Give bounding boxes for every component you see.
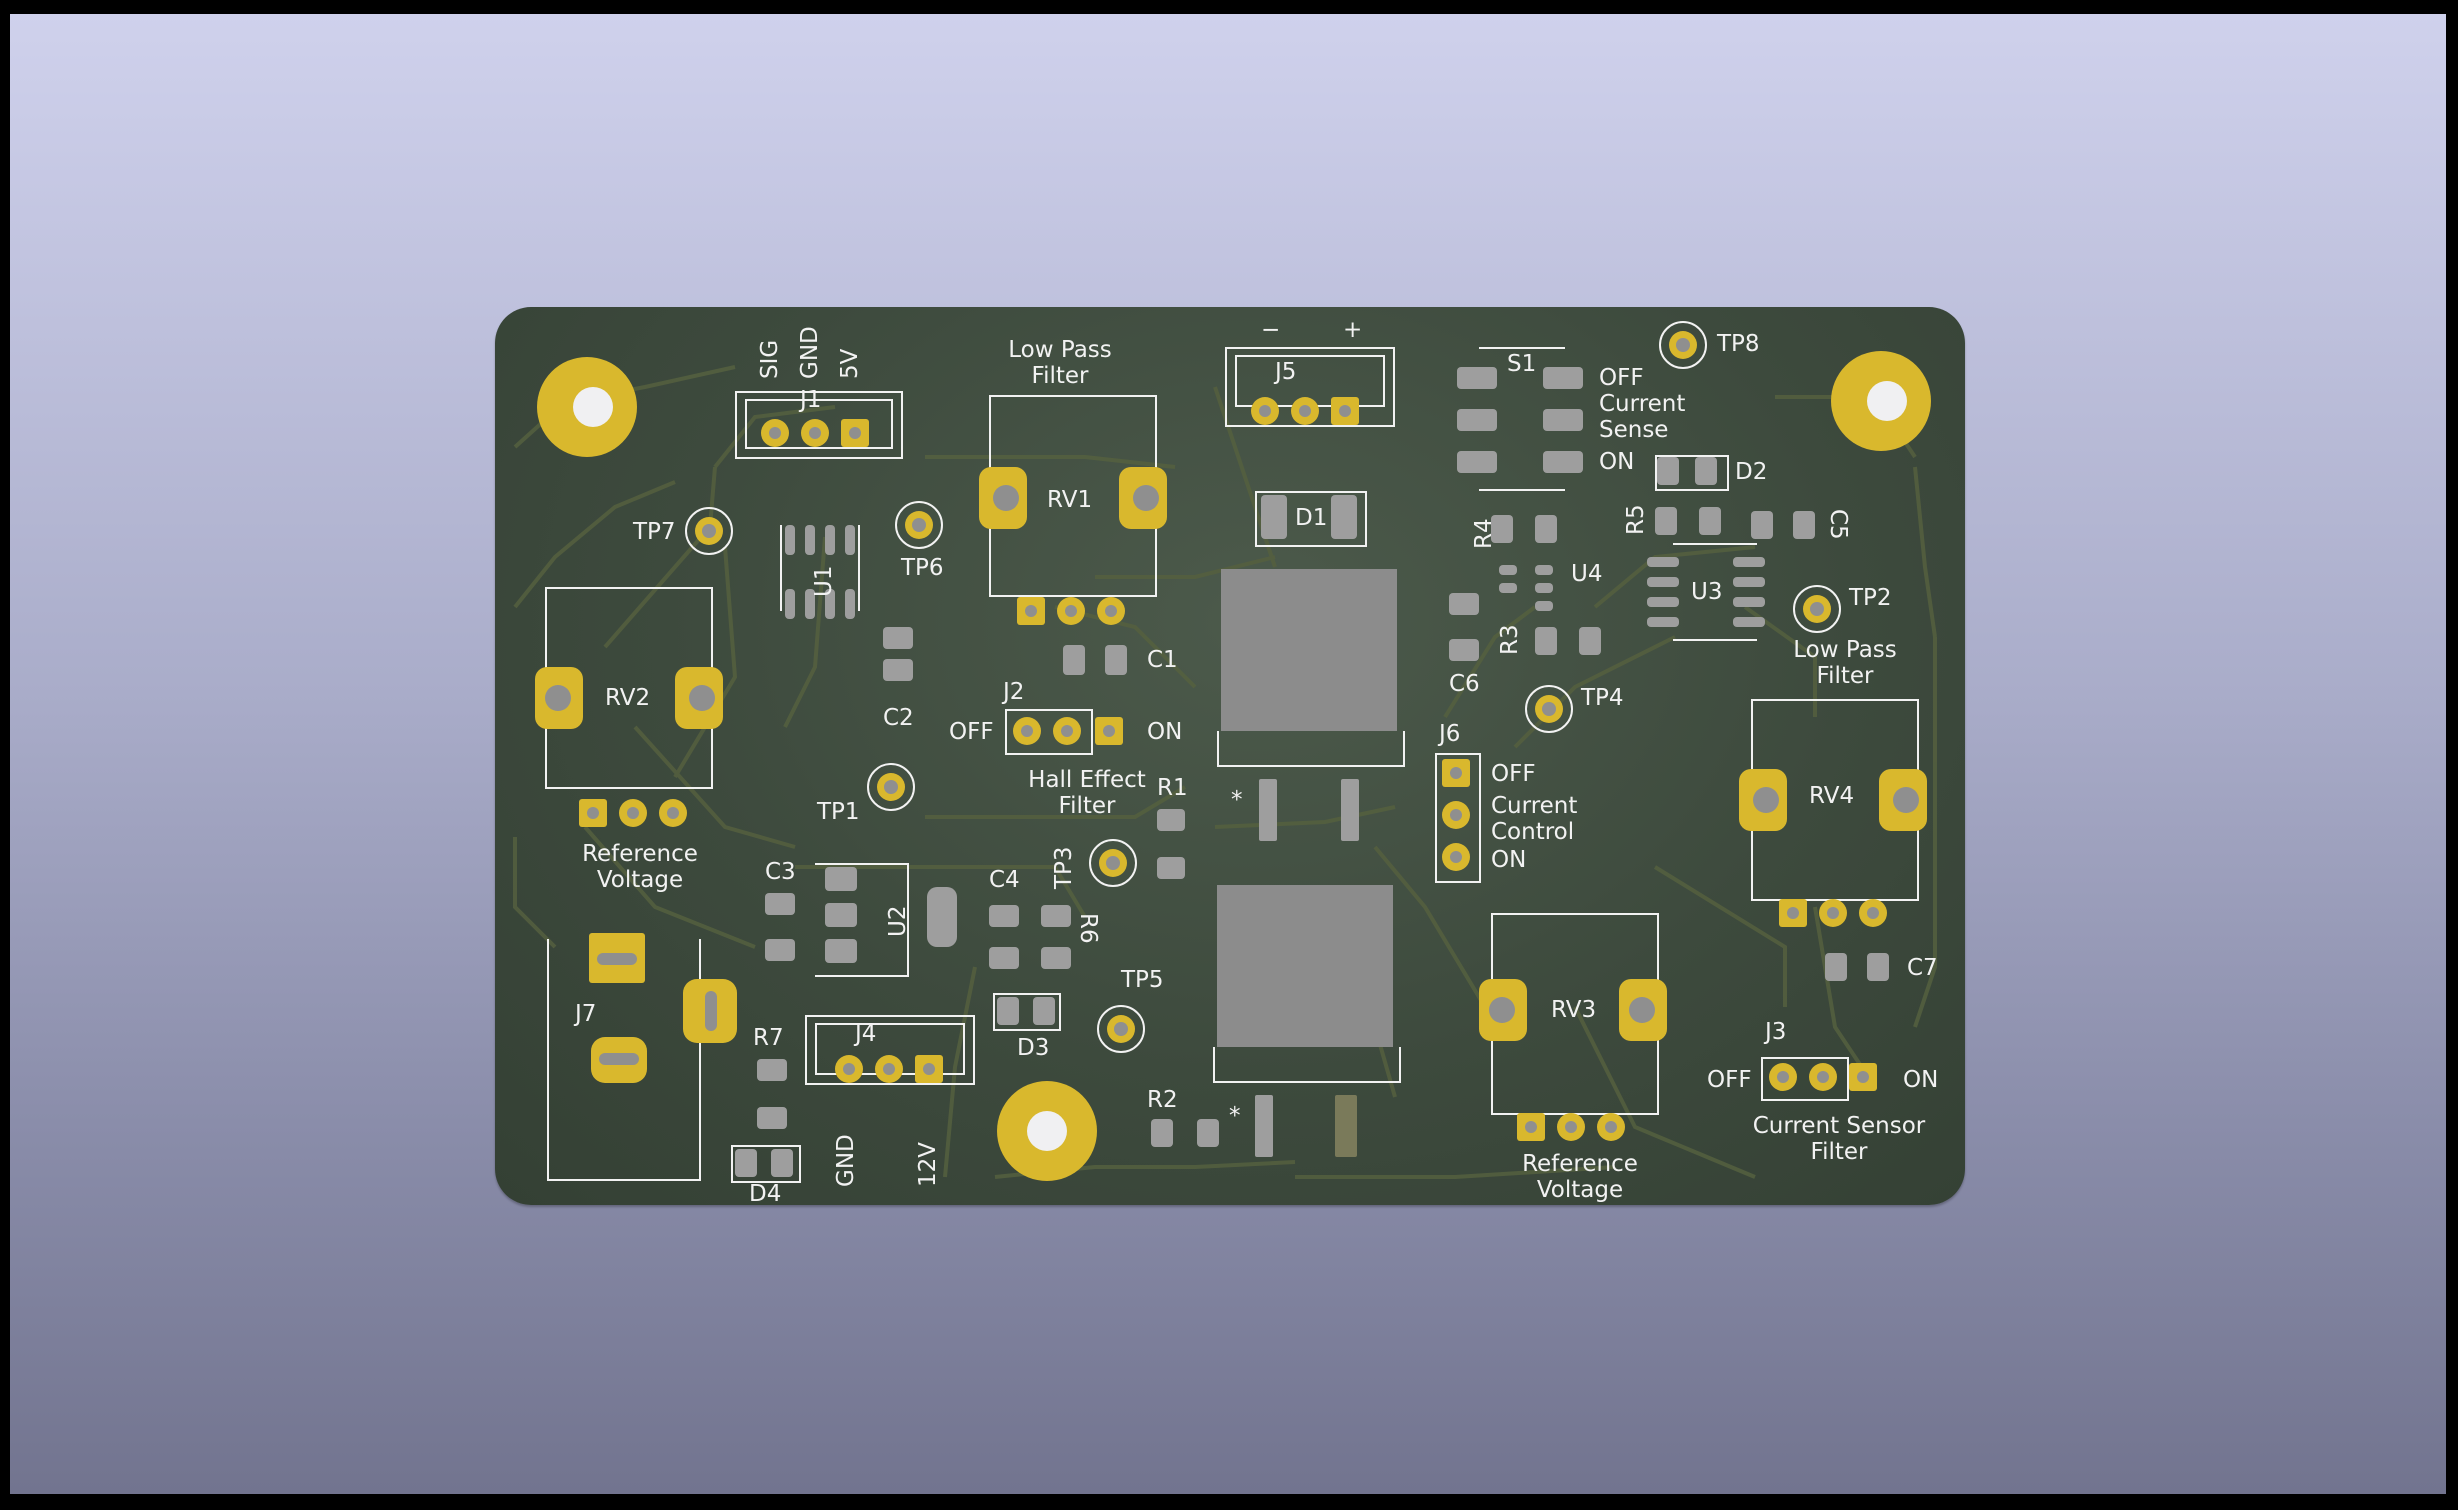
c6-ref: C6 xyxy=(1449,671,1480,697)
mounting-hole-top-right xyxy=(1831,351,1931,451)
rv4-ref: RV4 xyxy=(1809,783,1855,809)
d2-ref: D2 xyxy=(1735,459,1768,485)
j4-pin-label-12v: 12V xyxy=(915,1141,941,1187)
rv2-caption: Reference Voltage xyxy=(582,841,698,893)
j5-plus-label: + xyxy=(1343,317,1363,343)
j4-connector[interactable] xyxy=(805,1015,975,1085)
r3-ref: R3 xyxy=(1497,624,1523,655)
u1-ref: U1 xyxy=(811,565,837,597)
tp3-ref: TP3 xyxy=(1051,846,1077,889)
j5-ref: J5 xyxy=(1275,359,1297,385)
tp3-testpoint[interactable] xyxy=(1089,839,1137,887)
j7-ref: J7 xyxy=(575,1001,597,1027)
tp2-testpoint[interactable] xyxy=(1793,585,1841,633)
u4-ref: U4 xyxy=(1571,561,1603,587)
c3-ref: C3 xyxy=(765,859,796,885)
j1-pin-label-gnd: GND xyxy=(797,326,823,379)
j7-connector[interactable] xyxy=(547,939,701,1181)
j2-off-label: OFF xyxy=(949,719,994,745)
s1-on-label: ON xyxy=(1599,449,1635,475)
j6-caption: Current Control xyxy=(1491,793,1578,845)
tp5-ref: TP5 xyxy=(1121,967,1164,993)
tp1-ref: TP1 xyxy=(817,799,860,825)
s1-outline xyxy=(1479,347,1565,491)
mounting-hole-bottom xyxy=(997,1081,1097,1181)
j3-off-label: OFF xyxy=(1707,1067,1752,1093)
c5-ref: C5 xyxy=(1825,509,1851,540)
c4-ref: C4 xyxy=(989,867,1020,893)
mosfet-bottom-pin1-mark: * xyxy=(1229,1103,1241,1129)
j2-on-label: ON xyxy=(1147,719,1183,745)
mounting-hole-top-left xyxy=(537,357,637,457)
r5-ref: R5 xyxy=(1623,504,1649,535)
j5-minus-label: − xyxy=(1261,317,1281,343)
j6-off-label: OFF xyxy=(1491,761,1536,787)
j3-caption: Current Sensor Filter xyxy=(1752,1113,1926,1165)
j4-pin-label-gnd: GND xyxy=(833,1134,859,1187)
tp8-testpoint[interactable] xyxy=(1659,321,1707,369)
u3-ref: U3 xyxy=(1691,579,1723,605)
u3-outline xyxy=(1673,543,1757,641)
mosfet-top-pin1-mark: * xyxy=(1231,787,1243,813)
j2-caption: Hall Effect Filter xyxy=(1028,767,1146,819)
j3-jumper[interactable] xyxy=(1761,1057,1849,1101)
c1-ref: C1 xyxy=(1147,647,1178,673)
rv1-caption: Low Pass Filter xyxy=(1008,337,1112,389)
j3-ref: J3 xyxy=(1765,1019,1787,1045)
tp6-ref: TP6 xyxy=(901,555,944,581)
s1-caption: Current Sense xyxy=(1599,391,1686,443)
rv4-caption: Low Pass Filter xyxy=(1793,637,1897,689)
mosfet-top xyxy=(1221,569,1397,731)
rv3-caption: Reference Voltage xyxy=(1522,1151,1638,1203)
j1-pin-2 xyxy=(801,419,829,447)
r1-ref: R1 xyxy=(1157,775,1188,801)
j1-connector[interactable] xyxy=(735,391,903,459)
mosfet-bottom xyxy=(1217,885,1393,1047)
rv2-ref: RV2 xyxy=(605,685,651,711)
s1-ref: S1 xyxy=(1507,351,1537,377)
j1-ref: J1 xyxy=(800,387,822,413)
tp7-ref: TP7 xyxy=(633,519,676,545)
tp2-ref: TP2 xyxy=(1849,585,1892,611)
pcb-board: SIG GND 5V J1 U1 TP7 TP6 C2 RV2 Referenc… xyxy=(495,307,1965,1207)
3d-viewer-canvas[interactable]: SIG GND 5V J1 U1 TP7 TP6 C2 RV2 Referenc… xyxy=(10,14,2446,1494)
r7-ref: R7 xyxy=(753,1025,784,1051)
tp7-testpoint[interactable] xyxy=(685,507,733,555)
j6-jumper[interactable] xyxy=(1435,753,1481,883)
s1-off-label: OFF xyxy=(1599,365,1644,391)
c2-ref: C2 xyxy=(883,705,914,731)
r2-ref: R2 xyxy=(1147,1087,1178,1113)
rv3-ref: RV3 xyxy=(1551,997,1597,1023)
tp6-testpoint[interactable] xyxy=(895,501,943,549)
u2-ref: U2 xyxy=(885,905,911,937)
r6-ref: R6 xyxy=(1075,913,1101,944)
tp5-testpoint[interactable] xyxy=(1097,1005,1145,1053)
rv1-ref: RV1 xyxy=(1047,487,1093,513)
j1-pin-label-sig: SIG xyxy=(757,339,783,379)
j1-pin-3 xyxy=(841,419,869,447)
j3-on-label: ON xyxy=(1903,1067,1939,1093)
tp4-testpoint[interactable] xyxy=(1525,685,1573,733)
tp8-ref: TP8 xyxy=(1717,331,1760,357)
j4-ref: J4 xyxy=(855,1021,877,1047)
j2-ref: J2 xyxy=(1003,679,1025,705)
j1-pin-1 xyxy=(761,419,789,447)
tp4-ref: TP4 xyxy=(1581,685,1624,711)
j1-pin-label-5v: 5V xyxy=(837,348,863,379)
u2-outline xyxy=(815,863,909,977)
c7-ref: C7 xyxy=(1907,955,1938,981)
j6-on-label: ON xyxy=(1491,847,1527,873)
u1-outline xyxy=(780,525,860,611)
d1-ref: D1 xyxy=(1295,505,1328,531)
j5-connector[interactable] xyxy=(1225,347,1395,427)
j6-ref: J6 xyxy=(1439,721,1461,747)
tp1-testpoint[interactable] xyxy=(867,763,915,811)
d3-ref: D3 xyxy=(1017,1035,1050,1061)
j2-jumper[interactable] xyxy=(1005,709,1093,755)
d4-ref: D4 xyxy=(749,1181,782,1207)
